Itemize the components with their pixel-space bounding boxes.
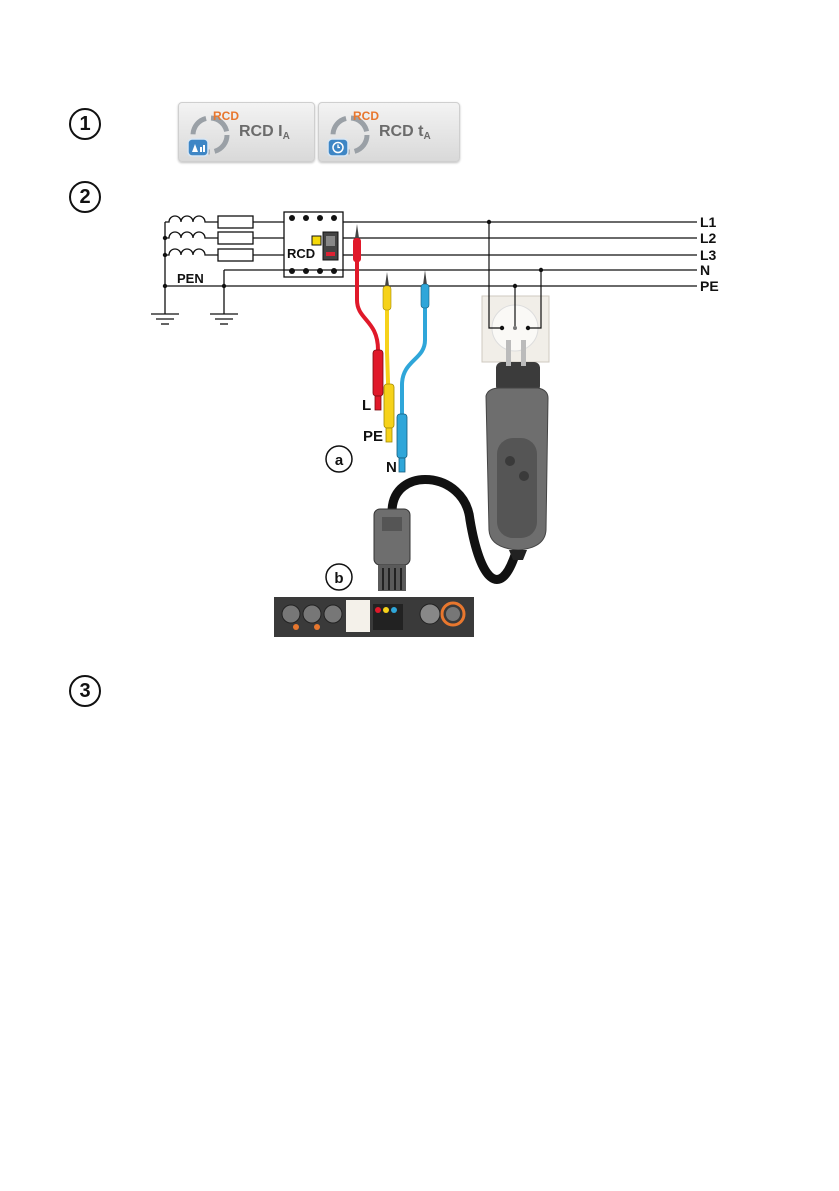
callout-b: b — [326, 564, 352, 590]
line-label-pe: PE — [700, 278, 719, 294]
wall-socket — [482, 222, 549, 362]
callout-a: a — [326, 446, 352, 472]
probe-n — [397, 270, 429, 472]
probe-label-n: N — [386, 459, 397, 476]
meter-socket-panel — [274, 597, 474, 637]
rcd-ta-icon: RCD — [325, 107, 381, 159]
svg-text:b: b — [334, 570, 343, 587]
rcd-label: RCD — [287, 246, 315, 261]
rcd-ia-button[interactable]: RCD RCD IA — [178, 102, 315, 162]
rcd-device — [284, 212, 352, 277]
rcd-ia-label: RCD IA — [239, 123, 290, 142]
probe-pe — [383, 272, 394, 442]
step-1-marker: 1 — [69, 108, 101, 140]
ground-symbol — [210, 286, 238, 324]
rcd-ta-label: RCD tA — [379, 123, 431, 142]
line-label-l1: L1 — [700, 214, 717, 230]
line-label-l3: L3 — [700, 247, 717, 263]
probe-label-l: L — [362, 397, 371, 414]
step-3-marker: 3 — [69, 675, 101, 707]
rcd-ta-button[interactable]: RCD RCD tA — [318, 102, 460, 162]
measurement-connection-diagram: RCD L1 L2 L3 N PE PEN — [0, 180, 839, 660]
line-label-n: N — [700, 262, 710, 278]
rcd-ia-icon: RCD — [185, 107, 241, 159]
ground-symbol — [151, 286, 179, 324]
svg-text:RCD: RCD — [213, 109, 239, 123]
fuses — [218, 216, 284, 261]
svg-text:a: a — [335, 452, 344, 469]
plug-adapter — [486, 340, 548, 560]
svg-text:RCD: RCD — [353, 109, 379, 123]
probe-label-pe: PE — [363, 428, 383, 445]
adapter-connector — [374, 509, 410, 591]
pen-label: PEN — [177, 271, 204, 286]
line-label-l2: L2 — [700, 230, 717, 246]
probe-l — [353, 224, 383, 410]
